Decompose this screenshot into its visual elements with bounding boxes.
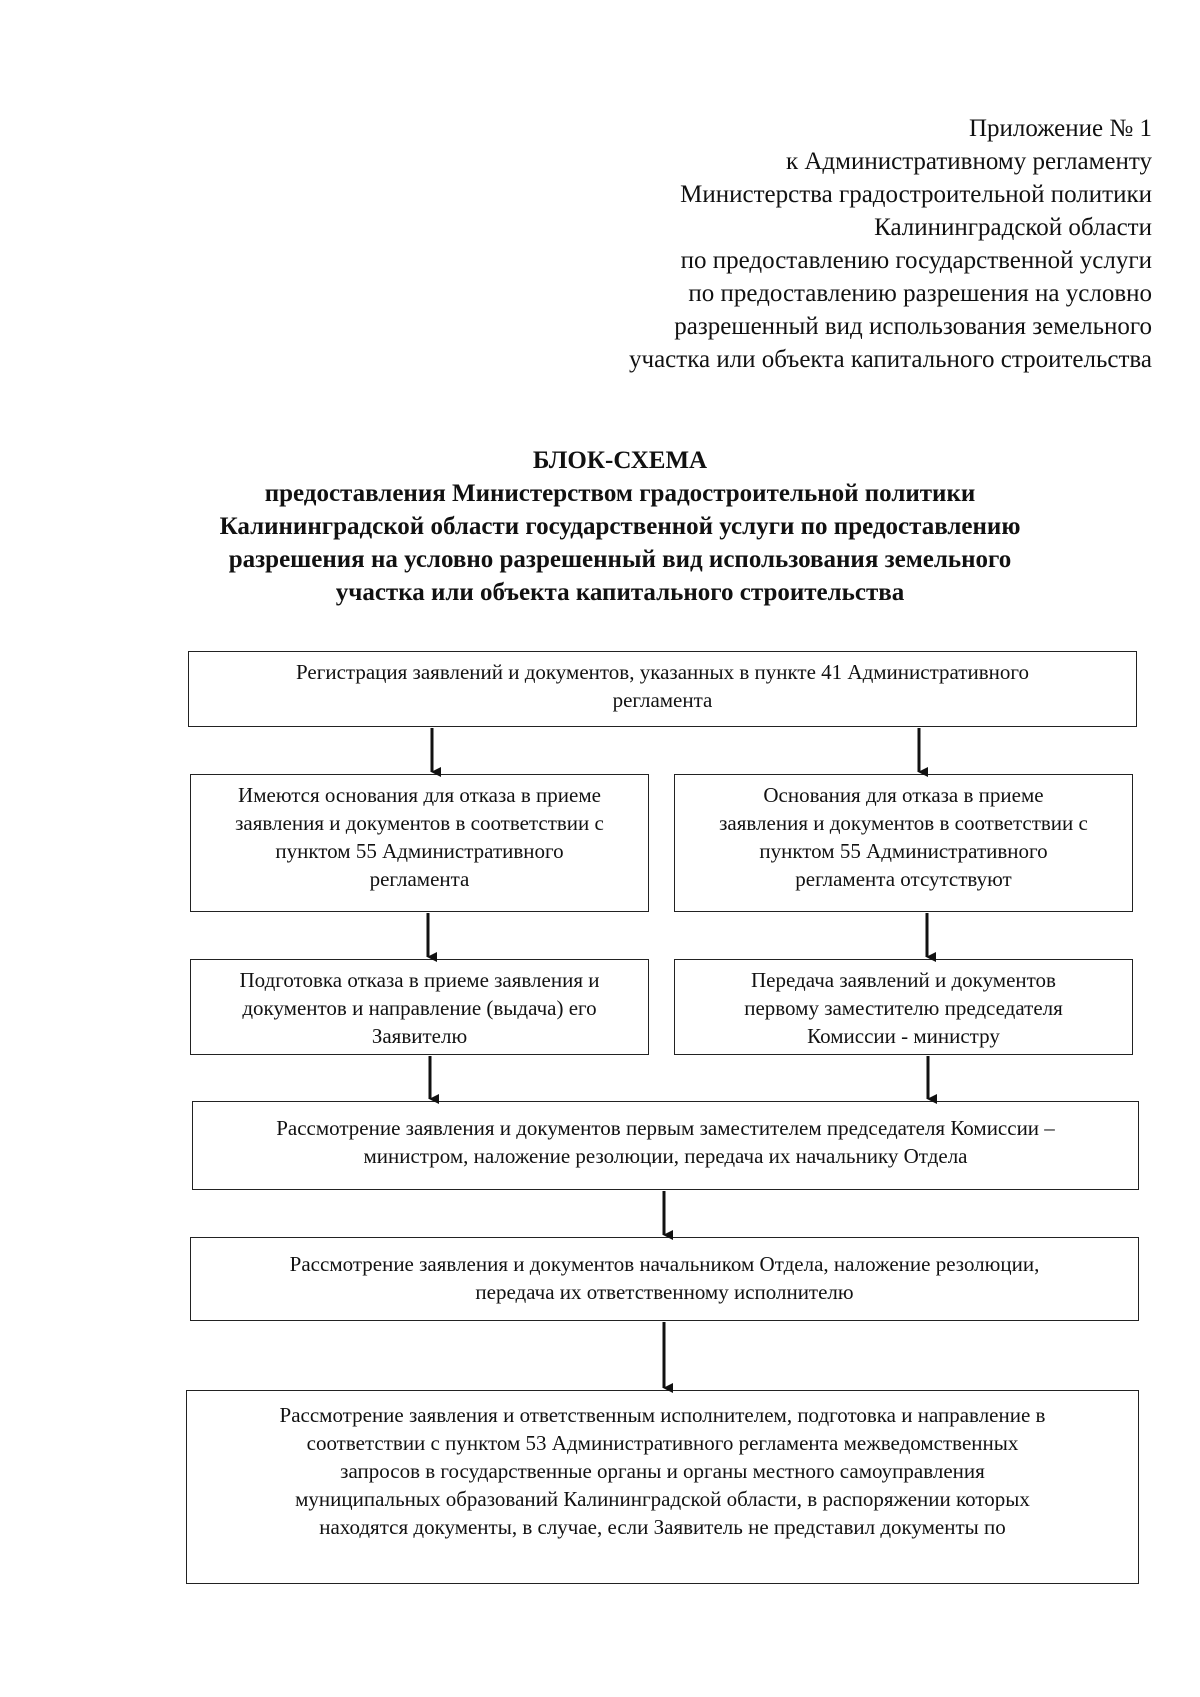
appendix-line: Калининградской области: [874, 214, 1152, 241]
box-text-line: Регистрация заявлений и документов, указ…: [296, 660, 1029, 684]
appendix-header: Приложение № 1 к Административному регла…: [512, 112, 1152, 376]
box-text-line: регламента: [612, 688, 713, 712]
appendix-line: Министерства градостроительной политики: [680, 181, 1152, 208]
title-subtitle-line: Калининградской области государственной …: [219, 513, 1021, 540]
title-heading: БЛОК-СХЕМА: [532, 447, 708, 474]
box-text-line: пунктом 55 Административного: [275, 839, 564, 863]
box-text-line: Рассмотрение заявления и документов перв…: [276, 1116, 1055, 1140]
box-text-line: Рассмотрение заявления и документов нача…: [289, 1252, 1040, 1276]
transfer-to-deputy-box: Передача заявлений и документов первому …: [674, 959, 1133, 1055]
deputy-review-box: Рассмотрение заявления и документов перв…: [192, 1101, 1139, 1190]
box-text-line: муниципальных образований Калининградско…: [295, 1487, 1030, 1511]
box-text-line: Имеются основания для отказа в приеме: [238, 783, 601, 807]
title-subtitle-line: предоставления Министерством градостроит…: [264, 480, 976, 507]
box-text-line: документов и направление (выдача) его: [242, 996, 597, 1020]
box-text-line: передача их ответственному исполнителю: [475, 1280, 854, 1304]
appendix-line: участка или объекта капитального строите…: [629, 346, 1152, 373]
box-text-line: соответствии с пунктом 53 Административн…: [306, 1431, 1019, 1455]
box-text-line: заявления и документов в соответствии с: [719, 811, 1088, 835]
box-text-line: Рассмотрение заявления и ответственным и…: [279, 1403, 1046, 1427]
box-text-line: первому заместителю председателя: [744, 996, 1063, 1020]
refusal-preparation-box: Подготовка отказа в приеме заявления и д…: [190, 959, 649, 1055]
box-text-line: Заявителю: [371, 1024, 468, 1048]
document-title: БЛОК-СХЕМА предоставления Министерством …: [170, 444, 1070, 609]
title-subtitle-line: участка или объекта капитального строите…: [335, 579, 905, 606]
no-refusal-grounds-box: Основания для отказа в приеме заявления …: [674, 774, 1133, 912]
box-text-line: запросов в государственные органы и орга…: [340, 1459, 985, 1483]
appendix-line: Приложение № 1: [968, 115, 1152, 142]
box-text-line: Комиссии - министру: [807, 1024, 1000, 1048]
refusal-grounds-box: Имеются основания для отказа в приеме за…: [190, 774, 649, 912]
appendix-line: разрешенный вид использования земельного: [674, 313, 1152, 340]
executor-review-box: Рассмотрение заявления и ответственным и…: [186, 1390, 1139, 1584]
head-review-box: Рассмотрение заявления и документов нача…: [190, 1237, 1139, 1321]
box-text-line: пунктом 55 Административного: [759, 839, 1048, 863]
appendix-line: к Административному регламенту: [785, 148, 1152, 175]
box-text-line: министром, наложение резолюции, передача…: [363, 1144, 968, 1168]
appendix-line: по предоставлению разрешения на условно: [688, 280, 1152, 307]
box-text-line: Подготовка отказа в приеме заявления и: [239, 968, 600, 992]
title-subtitle-line: разрешения на условно разрешенный вид ис…: [228, 546, 1012, 573]
appendix-line: по предоставлению государственной услуги: [680, 247, 1152, 274]
box-text-line: регламента: [369, 867, 470, 891]
box-text-line: Основания для отказа в приеме: [763, 783, 1044, 807]
box-text-line: находятся документы, в случае, если Заяв…: [319, 1515, 1006, 1539]
registration-box: Регистрация заявлений и документов, указ…: [188, 651, 1137, 727]
box-text-line: заявления и документов в соответствии с: [235, 811, 604, 835]
box-text-line: регламента отсутствуют: [795, 867, 1012, 891]
box-text-line: Передача заявлений и документов: [751, 968, 1056, 992]
